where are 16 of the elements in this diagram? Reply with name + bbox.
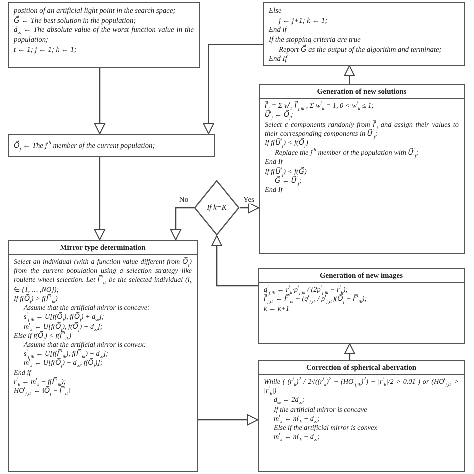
arrow <box>198 414 258 426</box>
arrow <box>94 157 106 240</box>
process-box <box>258 268 465 344</box>
arrow <box>344 66 356 84</box>
process-box <box>258 360 465 472</box>
arrow <box>94 68 106 134</box>
process-box <box>8 240 198 472</box>
arrow <box>203 44 263 134</box>
process-box <box>263 2 465 66</box>
arrow <box>240 202 260 214</box>
process-box <box>8 2 200 68</box>
process-box <box>259 84 465 254</box>
arrow <box>170 207 194 240</box>
arrow <box>344 344 356 360</box>
process-box <box>8 134 215 157</box>
arrow <box>212 236 258 287</box>
